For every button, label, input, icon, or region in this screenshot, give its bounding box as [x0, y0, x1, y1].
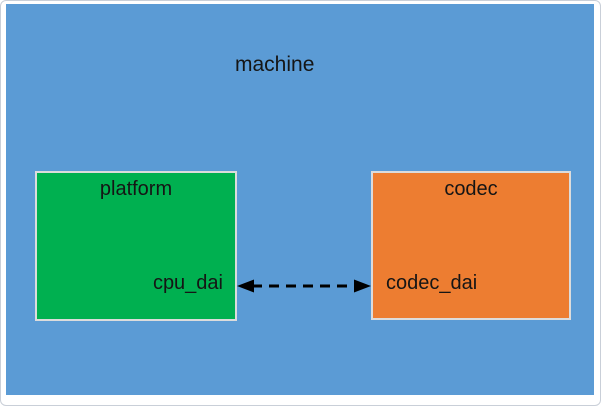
dashed-double-arrow-icon [237, 279, 371, 293]
arrowhead-right-icon [354, 279, 371, 293]
cpu-dai-label: cpu_dai [152, 272, 223, 294]
codec-dai-label: codec_dai [386, 272, 478, 294]
machine-label: machine [235, 53, 315, 76]
platform-label: platform [99, 178, 173, 200]
codec-box: codec [371, 171, 571, 320]
codec-label: codec [444, 178, 498, 200]
arrowhead-left-icon [237, 279, 254, 293]
dai-link-arrow [237, 278, 371, 294]
platform-box: platform [35, 171, 237, 321]
